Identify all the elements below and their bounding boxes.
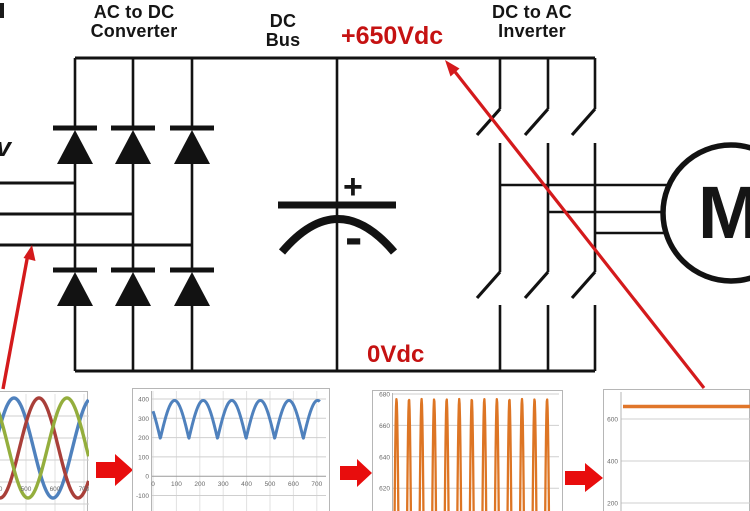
input-voltage-label-partial: v (0, 132, 11, 163)
dc-bus-voltage-arrowhead-icon (445, 60, 460, 77)
x-tick-label: 300 (218, 481, 229, 488)
zero-vdc-annotation: 0Vdc (367, 341, 425, 368)
input-waveform-arrowhead-icon (23, 245, 36, 261)
dc-bus-voltage-arrow (450, 67, 706, 389)
motor-circle (660, 142, 750, 284)
filtered-dc-bus-svg: 600 400 200 (607, 392, 750, 511)
converter-title: AC to DC Converter (58, 3, 210, 41)
capacitor-plate-bottom (278, 215, 398, 255)
chart-inverter-output: 680 660 640 620 (372, 390, 563, 511)
y-tick-label: 200 (138, 435, 149, 442)
x-tick-label: 600 (50, 486, 61, 493)
capacitor-plus-sign: + (343, 168, 363, 206)
circuit-lines (0, 56, 750, 373)
plus-650vdc-annotation: +650Vdc (341, 22, 444, 50)
y-tick-label: -100 (136, 493, 149, 500)
x-tick-label: 400 (241, 481, 252, 488)
x-tick-label: 200 (194, 481, 205, 488)
flow-arrows (96, 454, 603, 492)
converter-title-line1: AC to DC (93, 2, 175, 22)
dc-bus-capacitor (278, 58, 398, 371)
dc-bus-title-line2: Bus (265, 30, 301, 50)
inverter-title-line1: DC to AC (492, 2, 572, 22)
switch-blade-icon (523, 107, 550, 137)
video-edge-artifact (0, 3, 4, 18)
x-tick-label: 500 (265, 481, 276, 488)
inverter-leg-3 (570, 58, 597, 371)
flow-arrow-2-icon (340, 459, 372, 487)
red-arrows (1, 60, 706, 390)
x-tick-label: 700 (79, 486, 89, 493)
y-tick-label: 640 (379, 454, 390, 461)
chart-three-phase-input: 400 500 600 700 (0, 391, 91, 511)
x-tick-label: 0 (151, 481, 155, 488)
inverter-leg-1 (475, 58, 502, 371)
rectifier-leg-2 (111, 58, 155, 371)
switch-blade-icon (475, 107, 502, 137)
diode-icon (115, 130, 151, 164)
motor-label: M (698, 171, 750, 254)
y-tick-label: 680 (379, 392, 390, 399)
inverter-leg-2 (523, 58, 550, 371)
converter-title-line2: Converter (90, 21, 178, 41)
switch-blade-icon (475, 270, 502, 300)
diode-icon (57, 272, 93, 306)
capacitor-minus-sign: - (345, 209, 363, 267)
inverter-title: DC to AC Inverter (456, 3, 608, 41)
chart-filtered-dc: 600 400 200 (603, 389, 750, 511)
y-tick-label: 620 (379, 486, 390, 493)
y-tick-label: 400 (607, 459, 618, 466)
dc-bus-title: DC Bus (255, 12, 311, 50)
switch-blade-icon (523, 270, 550, 300)
three-phase-ac-input-svg: 400 500 600 700 (0, 394, 91, 511)
x-tick-label: 400 (0, 486, 3, 493)
wave-series (151, 399, 321, 440)
switch-blade-icon (570, 107, 597, 137)
switch-blade-icon (570, 270, 597, 300)
flow-arrow-1-icon (96, 454, 133, 486)
y-tick-label: 200 (607, 501, 618, 508)
y-tick-label: 300 (138, 416, 149, 423)
y-tick-label: 660 (379, 423, 390, 430)
rectifier-leg-1 (53, 58, 97, 371)
flow-arrow-3-icon (565, 463, 603, 492)
y-tick-label: 100 (138, 454, 149, 461)
diode-icon (115, 272, 151, 306)
wave-series (0, 396, 90, 500)
wave-series (0, 396, 91, 500)
diode-icon (174, 130, 210, 164)
inverter-title-line2: Inverter (498, 21, 566, 41)
wave-series (0, 396, 91, 500)
x-tick-label: 600 (288, 481, 299, 488)
wave-series (393, 397, 551, 511)
y-tick-label: 600 (607, 417, 618, 424)
inverter-switched-output-svg: 680 660 640 620 (379, 392, 559, 511)
dc-bus-title-line1: DC (269, 11, 297, 31)
x-tick-label: 500 (21, 486, 32, 493)
y-tick-label: 0 (145, 474, 149, 481)
y-tick-label: 400 (138, 397, 149, 404)
x-tick-label: 700 (311, 481, 322, 488)
rectifier-leg-3 (170, 58, 214, 371)
diode-icon (174, 272, 210, 306)
input-waveform-arrow (1, 253, 30, 390)
diode-icon (57, 130, 93, 164)
x-tick-label: 100 (171, 481, 182, 488)
